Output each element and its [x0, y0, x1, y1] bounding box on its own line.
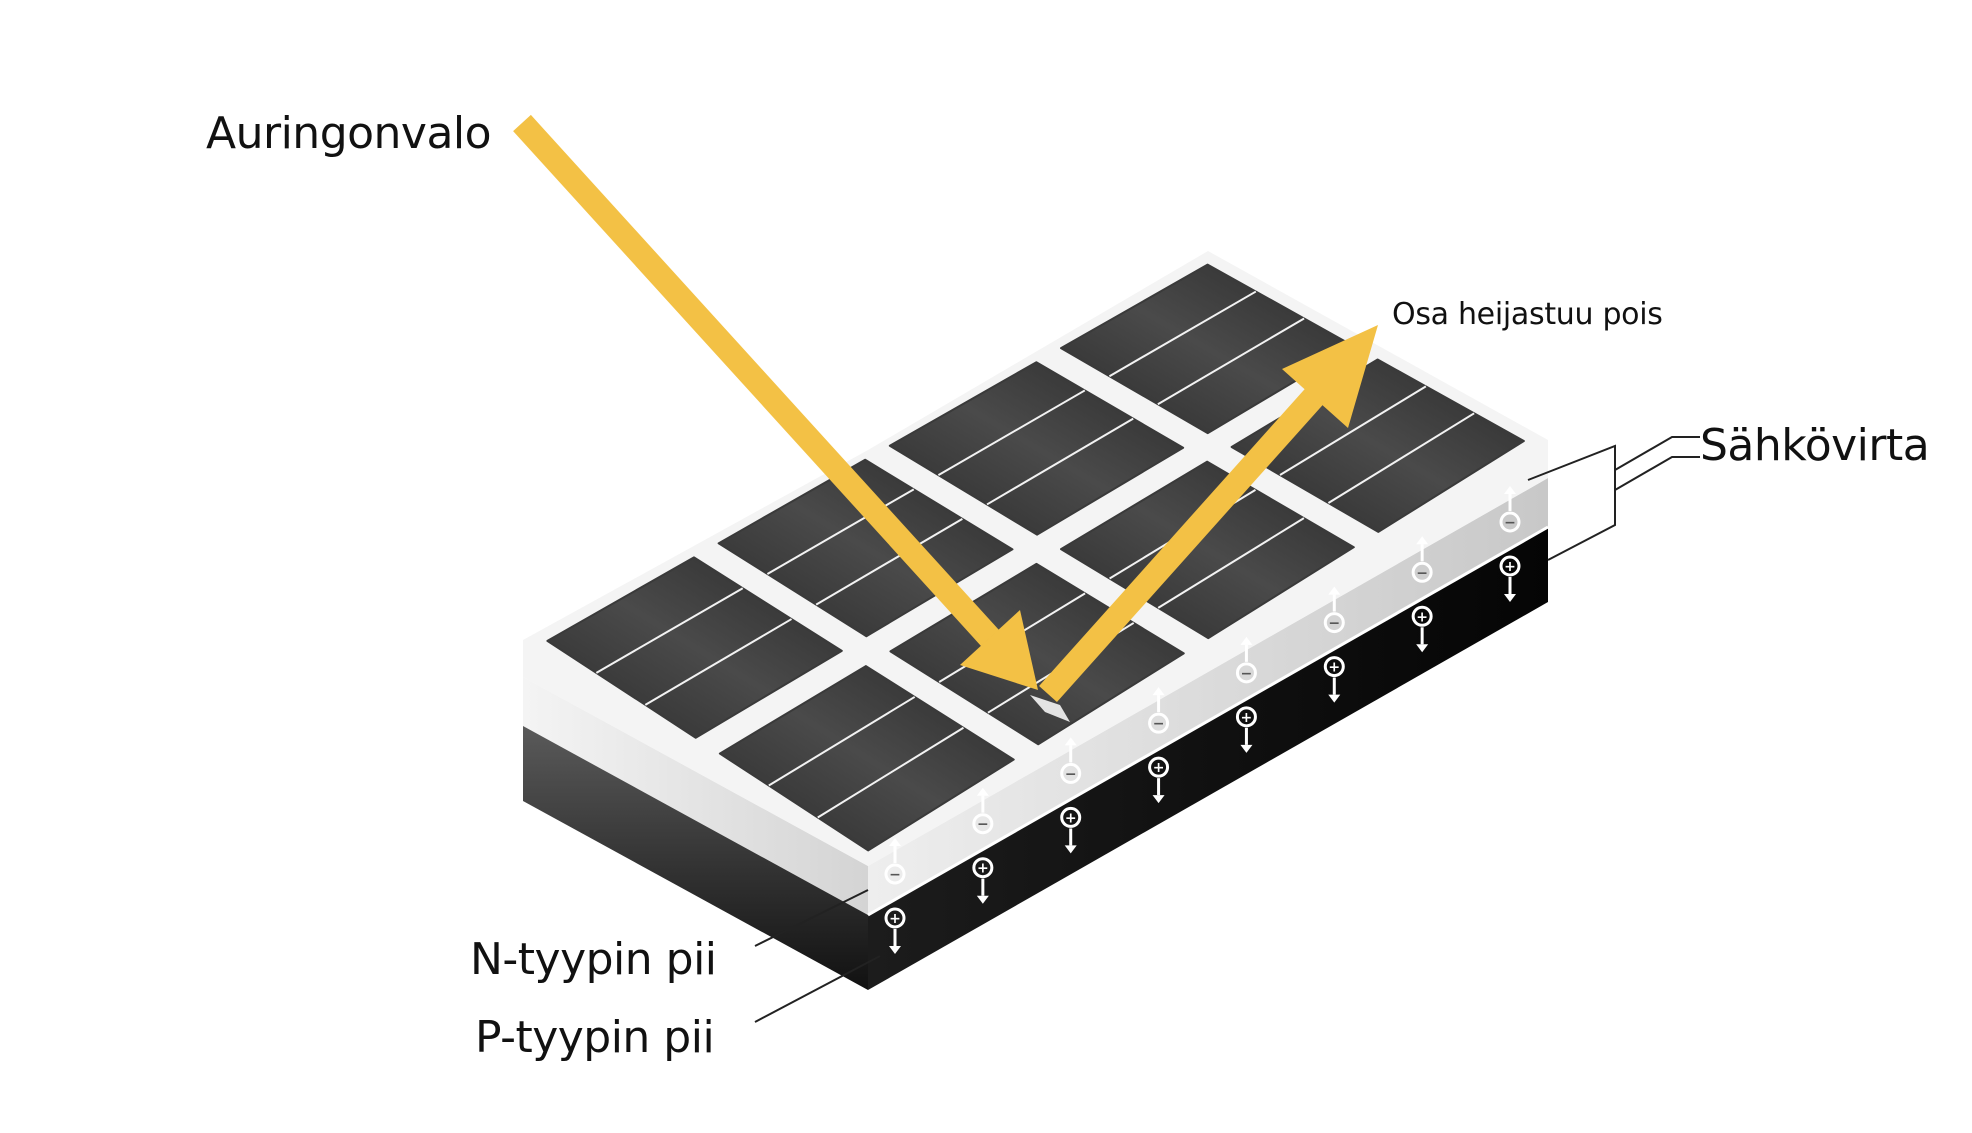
hole-carrier: + [1060, 806, 1082, 854]
positive-charge-sign: + [1328, 660, 1340, 676]
cell-busbar [1279, 385, 1427, 476]
cell-busbar [768, 696, 916, 787]
negative-charge-sign: − [1416, 565, 1428, 581]
n-type-pointer-line [754, 889, 869, 947]
cell-busbar [644, 618, 793, 706]
p-type-pointer-line [754, 955, 881, 1023]
pn-junction-line [867, 525, 1549, 917]
negative-charge-sign: − [1153, 716, 1165, 732]
current-wire-upper [1614, 436, 1700, 471]
cell-busbar [937, 389, 1086, 476]
solar-cell [888, 361, 1185, 536]
reflected-arrowhead [1282, 325, 1378, 428]
current-wire-lower [1614, 456, 1700, 491]
solar-cell [546, 556, 843, 739]
cell-busbar [986, 417, 1134, 506]
hole-carrier: + [972, 857, 994, 904]
cell-busbar [1157, 517, 1305, 609]
cell-busbar [1108, 290, 1257, 378]
sunlight-arrow [513, 114, 999, 647]
hole-carrier: + [1323, 656, 1345, 703]
positive-charge-sign: + [1153, 760, 1165, 776]
positive-charge-sign: + [1065, 810, 1077, 826]
electron-carrier: − [884, 838, 906, 885]
charge-carriers: − + − + − + − + − + − + − + − + [884, 486, 1521, 954]
hole-carrier: + [884, 907, 906, 954]
negative-charge-sign: − [1241, 666, 1253, 682]
reflected-arrow [1039, 381, 1329, 703]
p-layer-front-face [523, 726, 868, 990]
electron-carrier: − [1499, 486, 1521, 533]
positive-charge-sign: + [1504, 559, 1516, 575]
n-type-silicon-label: N-tyypin pii [470, 934, 717, 985]
cell-busbar [766, 488, 915, 575]
negative-charge-sign: − [1328, 616, 1340, 632]
negative-charge-sign: − [977, 817, 989, 833]
n-layer-side-face [868, 478, 1548, 915]
positive-charge-sign: + [1416, 609, 1428, 625]
current-terminal-line [1527, 444, 1616, 561]
sunlight-label: Auringonvalo [206, 108, 492, 159]
hole-carrier: + [1235, 706, 1257, 753]
n-layer-front-face [523, 677, 868, 915]
positive-charge-sign: + [977, 861, 989, 877]
p-layer-side-face [868, 527, 1548, 990]
positive-charge-sign: + [1241, 710, 1253, 726]
p-type-silicon-label: P-tyypin pii [475, 1012, 715, 1063]
electron-carrier: − [1411, 536, 1433, 583]
electron-carrier: − [1323, 586, 1345, 634]
electron-carrier: − [1060, 737, 1082, 784]
cell-busbar [1157, 317, 1305, 406]
reflected-light-label: Osa heijastuu pois [1392, 297, 1663, 332]
negative-charge-sign: − [1504, 515, 1516, 531]
electron-carrier: − [1148, 687, 1170, 734]
electron-carrier: − [1235, 636, 1257, 684]
hole-carrier: + [1499, 555, 1521, 602]
solar-cell [1060, 460, 1355, 640]
negative-charge-sign: − [889, 867, 901, 883]
positive-charge-sign: + [889, 911, 901, 927]
sunlight-arrowhead [960, 610, 1038, 690]
cell-busbar [595, 587, 744, 674]
electron-carrier: − [972, 787, 994, 835]
cell-busbar [1327, 412, 1475, 504]
solar-cell [718, 665, 1015, 852]
light-entry-glow [1030, 695, 1070, 722]
negative-charge-sign: − [1065, 766, 1077, 782]
hole-carrier: + [1411, 605, 1433, 653]
electric-current-label: Sähkövirta [1700, 420, 1930, 471]
cell-busbar [815, 518, 963, 606]
cell-busbar [817, 726, 964, 819]
hole-carrier: + [1148, 756, 1170, 804]
